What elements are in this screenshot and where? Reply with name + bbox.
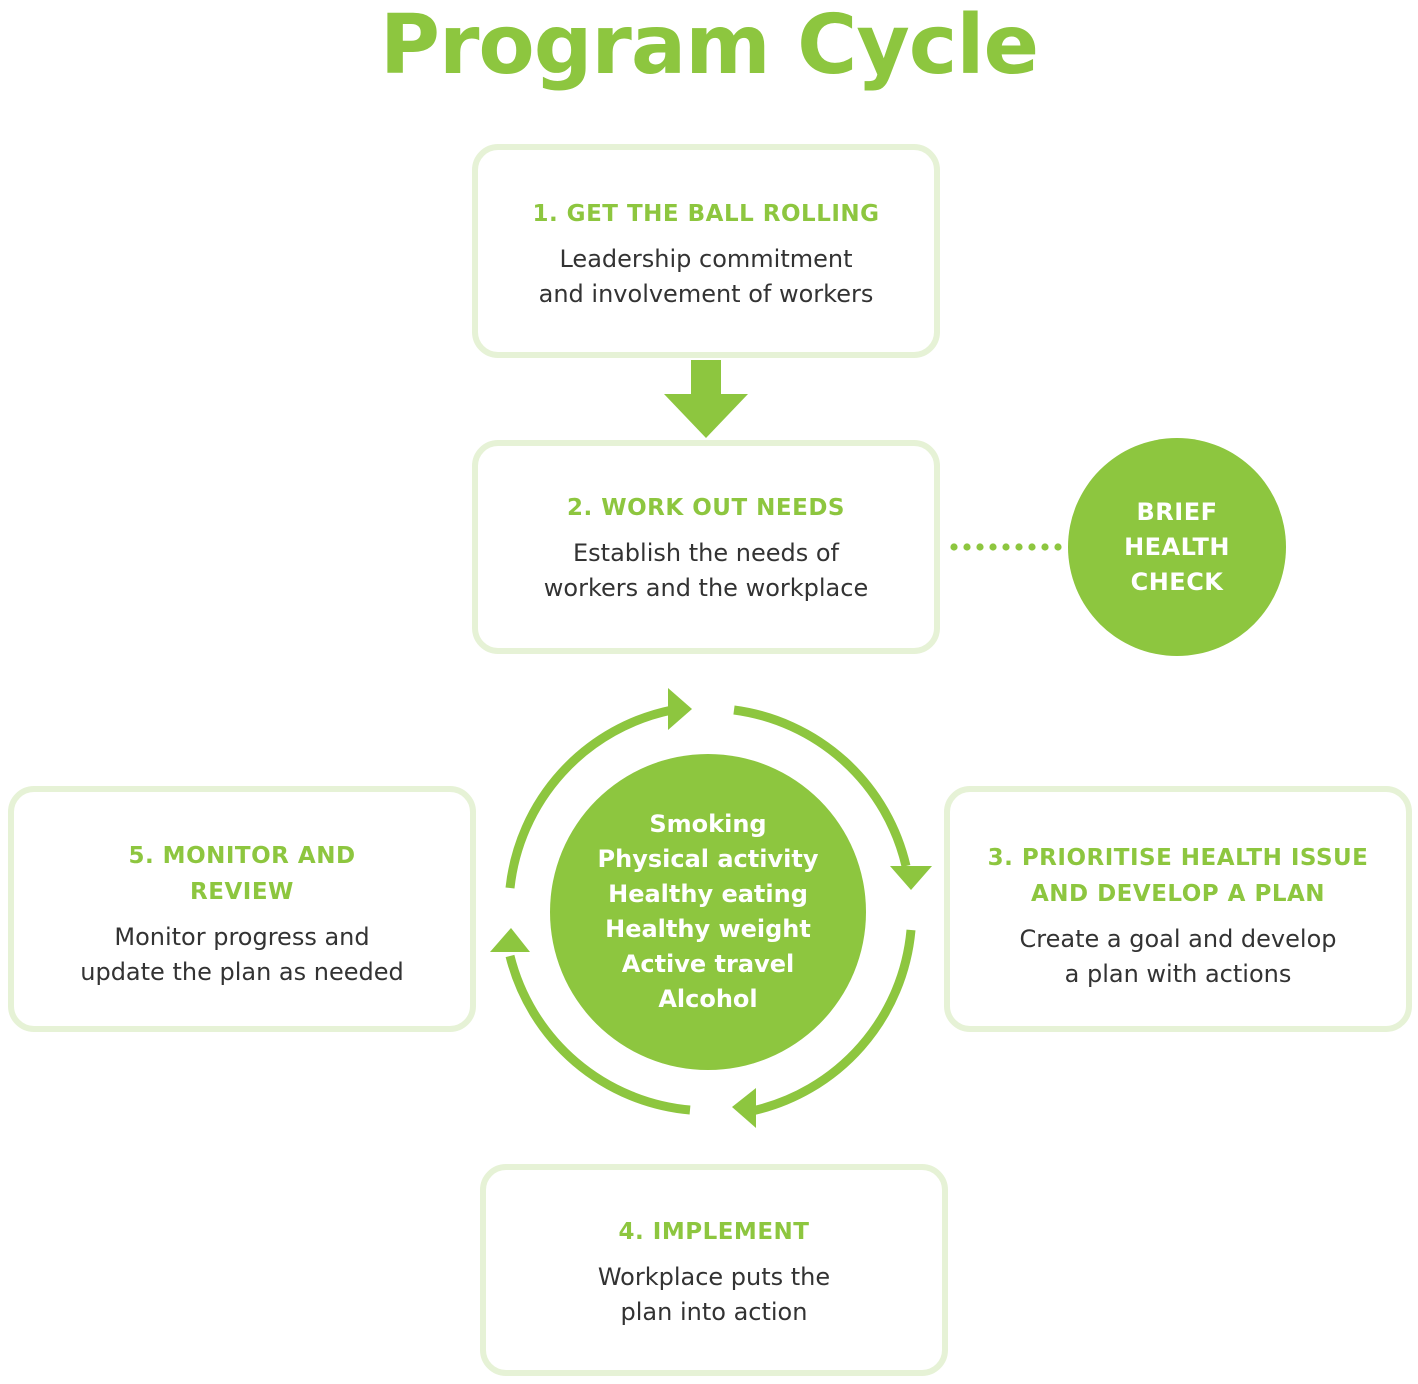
step-5-heading: 5. MONITOR AND REVIEW xyxy=(128,838,355,910)
step-1-body-line: Leadership commitment xyxy=(559,245,853,273)
step-4-box: 4. IMPLEMENT Workplace puts the plan int… xyxy=(480,1164,948,1376)
arrowhead-left xyxy=(490,928,530,952)
step-1-heading: 1. GET THE BALL ROLLING xyxy=(532,196,879,232)
step-5-heading-line: 5. MONITOR AND xyxy=(128,843,356,869)
step-5-body: Monitor progress and update the plan as … xyxy=(80,920,403,990)
health-check-line: BRIEF xyxy=(1136,497,1218,526)
step-3-heading-line: AND DEVELOP A PLAN xyxy=(1030,881,1326,907)
page-title: Program Cycle xyxy=(379,0,1039,93)
focus-area-item: Physical activity xyxy=(597,845,819,873)
cycle-arrowheads xyxy=(490,688,932,1128)
cycle-arrow-bottom-right xyxy=(751,929,916,1116)
focus-areas-circle: Smoking Physical activity Healthy eating… xyxy=(550,754,866,1070)
step-2-body-line: workers and the workplace xyxy=(543,574,869,602)
focus-area-item: Alcohol xyxy=(658,985,758,1013)
focus-area-item: Healthy eating xyxy=(608,880,808,908)
focus-area-item: Active travel xyxy=(621,950,795,978)
step-2-body: Establish the needs of workers and the w… xyxy=(544,536,868,606)
arrowhead-bottom xyxy=(732,1088,756,1128)
step-1-heading-line: 1. GET THE BALL ROLLING xyxy=(532,201,880,227)
step-3-body-line: a plan with actions xyxy=(1064,960,1292,988)
step-5-heading-line: REVIEW xyxy=(190,879,294,905)
down-arrow-icon xyxy=(664,360,748,438)
step-1-box: 1. GET THE BALL ROLLING Leadership commi… xyxy=(472,144,940,358)
arrowhead-top xyxy=(668,688,692,730)
health-check-line: CHECK xyxy=(1130,567,1224,596)
step-3-heading: 3. PRIORITISE HEALTH ISSUE AND DEVELOP A… xyxy=(988,840,1369,912)
arrowhead-right xyxy=(890,866,932,890)
step-3-body-line: Create a goal and develop xyxy=(1019,925,1337,953)
step-5-box: 5. MONITOR AND REVIEW Monitor progress a… xyxy=(8,786,476,1032)
focus-area-item: Smoking xyxy=(649,810,767,838)
step-3-box: 3. PRIORITISE HEALTH ISSUE AND DEVELOP A… xyxy=(944,786,1412,1032)
step-5-body-line: update the plan as needed xyxy=(80,958,404,986)
step-2-box: 2. WORK OUT NEEDS Establish the needs of… xyxy=(472,440,940,654)
step-4-heading: 4. IMPLEMENT xyxy=(619,1214,810,1250)
step-1-body-line: and involvement of workers xyxy=(538,280,874,308)
step-4-heading-line: 4. IMPLEMENT xyxy=(618,1219,810,1245)
health-check-line: HEALTH xyxy=(1124,532,1230,561)
cycle-arrows xyxy=(505,705,916,1116)
cycle-arrow-top-right xyxy=(733,705,911,868)
focus-area-item: Healthy weight xyxy=(605,915,811,943)
step-3-heading-line: 3. PRIORITISE HEALTH ISSUE xyxy=(987,845,1369,871)
step-1-body: Leadership commitment and involvement of… xyxy=(539,242,874,312)
step-5-body-line: Monitor progress and xyxy=(114,923,370,951)
cycle-arrow-top-left xyxy=(505,705,673,889)
brief-health-check-circle: BRIEF HEALTH CHECK xyxy=(1068,438,1286,656)
cycle-arrow-bottom-left xyxy=(505,954,691,1115)
step-2-heading: 2. WORK OUT NEEDS xyxy=(567,490,845,526)
step-2-body-line: Establish the needs of xyxy=(573,539,839,567)
dotted-connector xyxy=(950,543,1062,551)
step-4-body: Workplace puts the plan into action xyxy=(598,1260,830,1330)
step-4-body-line: Workplace puts the xyxy=(597,1263,831,1291)
step-2-heading-line: 2. WORK OUT NEEDS xyxy=(567,495,845,521)
step-3-body: Create a goal and develop a plan with ac… xyxy=(1020,922,1337,992)
step-4-body-line: plan into action xyxy=(620,1298,808,1326)
